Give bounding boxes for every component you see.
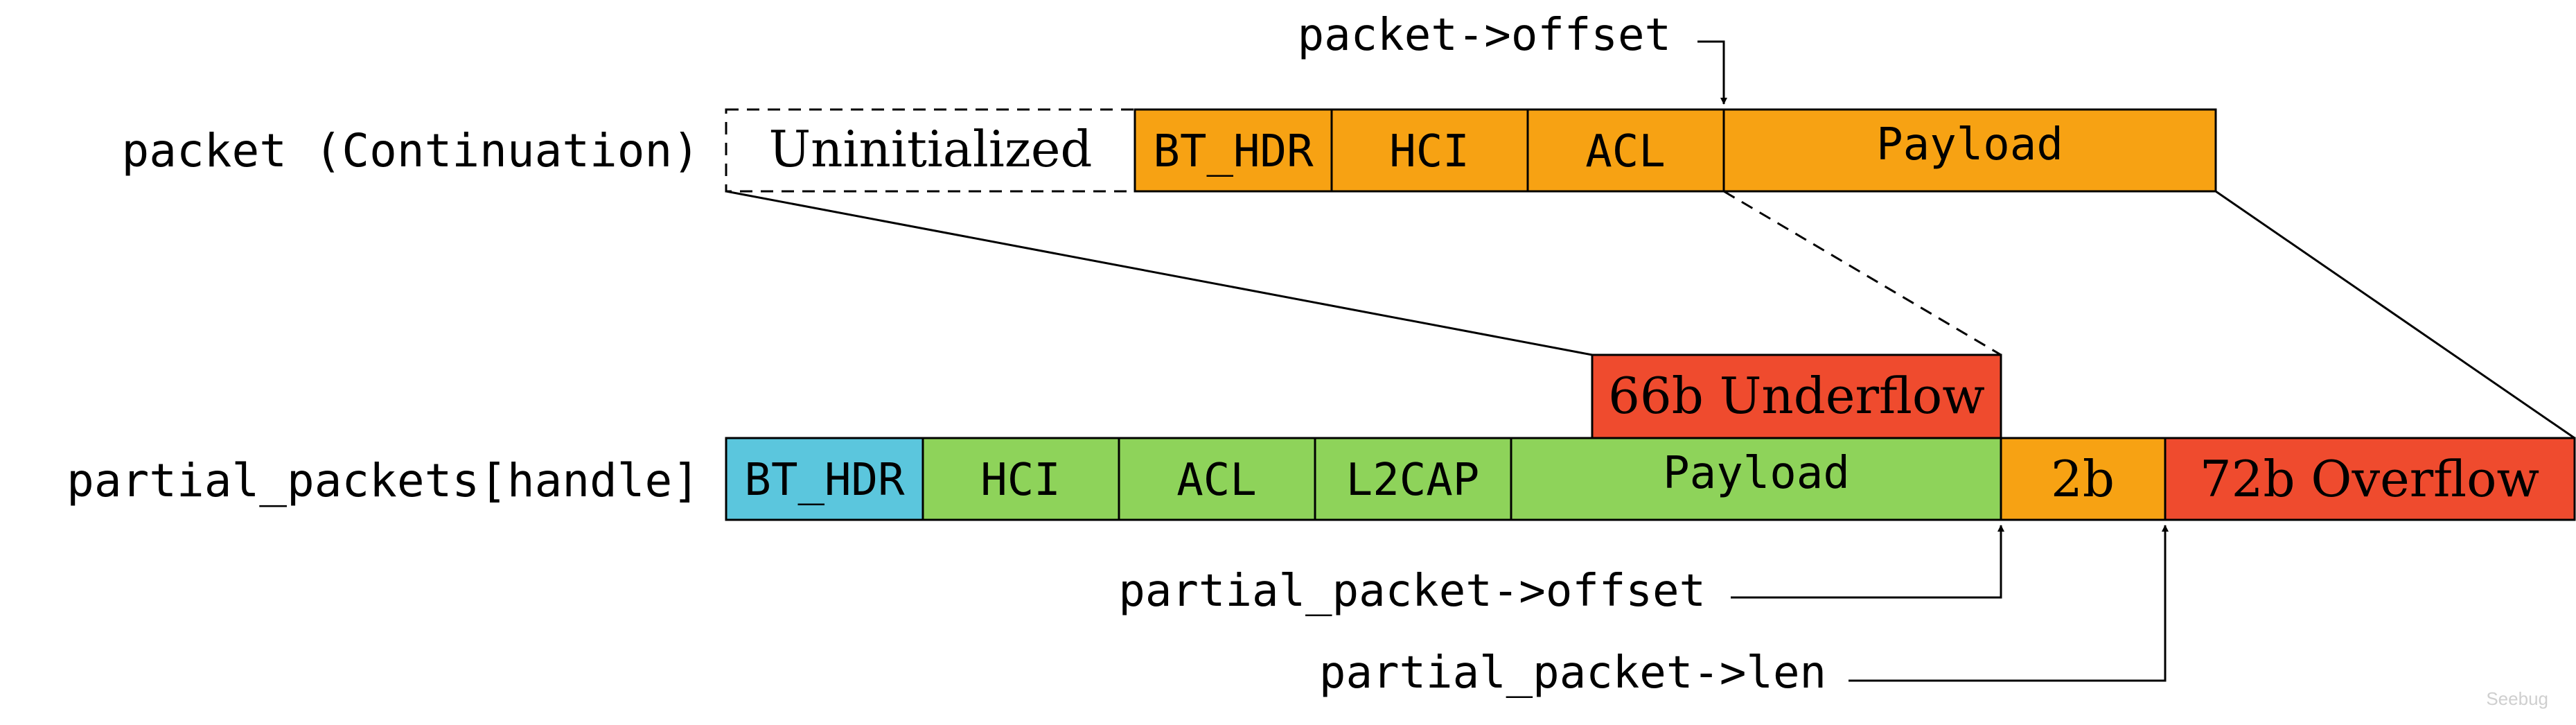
seebug-watermark: Seebug: [2486, 688, 2548, 709]
packet-offset-label: packet->offset: [1298, 10, 1671, 61]
packet-cell-payload: Payload: [1722, 108, 2217, 193]
packet-cell-uninitialized-label: Uninitialized: [768, 120, 1092, 178]
partial-cell-bt-hdr: BT_HDR: [725, 437, 924, 521]
partial-packet-offset-arrow: [1731, 525, 2004, 599]
packet-cell-payload-label: Payload: [1876, 119, 2063, 171]
packet-row-label: packet (Continuation): [122, 124, 700, 177]
partial-cell-payload: Payload: [1510, 437, 2002, 521]
packet-cell-acl-label: ACL: [1585, 126, 1666, 177]
packet-cell-hci-label: HCI: [1389, 126, 1470, 177]
partial-packet-len-pointer: partial_packet->len: [1319, 525, 2169, 699]
connector-uninitialized-to-underflow: [725, 190, 1593, 356]
partial-cell-payload-label: Payload: [1663, 448, 1850, 499]
partial-packet-len-label: partial_packet->len: [1319, 647, 1826, 699]
packet-cell-acl: ACL: [1526, 108, 1725, 193]
partial-cell-bt-hdr-label: BT_HDR: [744, 455, 905, 506]
packet-row: Uninitialized BT_HDR HCI ACL Payload: [725, 108, 2217, 193]
partial-packet-len-arrow: [1849, 525, 2169, 682]
partial-cell-l2cap: L2CAP: [1314, 437, 1512, 521]
partial-cell-acl: ACL: [1118, 437, 1316, 521]
packet-offset-arrow: [1697, 40, 1727, 105]
partial-packet-offset-label: partial_packet->offset: [1118, 566, 1706, 617]
underflow-cell-label: 66b Underflow: [1608, 367, 1985, 425]
partial-cell-hci: HCI: [921, 437, 1120, 521]
connector-payload-end-to-overflow: [2215, 190, 2575, 439]
packet-cell-hci: HCI: [1330, 108, 1529, 193]
partial-packet-offset-pointer: partial_packet->offset: [1118, 525, 2004, 617]
partial-cell-l2cap-label: L2CAP: [1346, 455, 1480, 506]
partial-cell-2b-label: 2b: [2051, 450, 2115, 508]
packet-cell-bt-hdr-label: BT_HDR: [1153, 126, 1314, 177]
partial-cell-acl-label: ACL: [1176, 455, 1257, 506]
partial-cell-overflow: 72b Overflow: [2164, 437, 2576, 521]
partial-cell-overflow-label: 72b Overflow: [2200, 450, 2539, 508]
packet-cell-bt-hdr: BT_HDR: [1133, 108, 1333, 193]
partial-packets-row-label: partial_packets[handle]: [67, 454, 700, 507]
partial-cell-2b: 2b: [2000, 437, 2167, 521]
packet-offset-pointer: packet->offset: [1298, 10, 1727, 105]
underflow-cell: 66b Underflow: [1591, 353, 2002, 439]
partial-packets-row: BT_HDR HCI ACL L2CAP Payload 2b 72b Over…: [725, 437, 2576, 521]
packet-cell-uninitialized: Uninitialized: [725, 108, 1136, 193]
connector-acl-end-dashed: [1723, 190, 2002, 356]
partial-cell-hci-label: HCI: [980, 455, 1061, 506]
